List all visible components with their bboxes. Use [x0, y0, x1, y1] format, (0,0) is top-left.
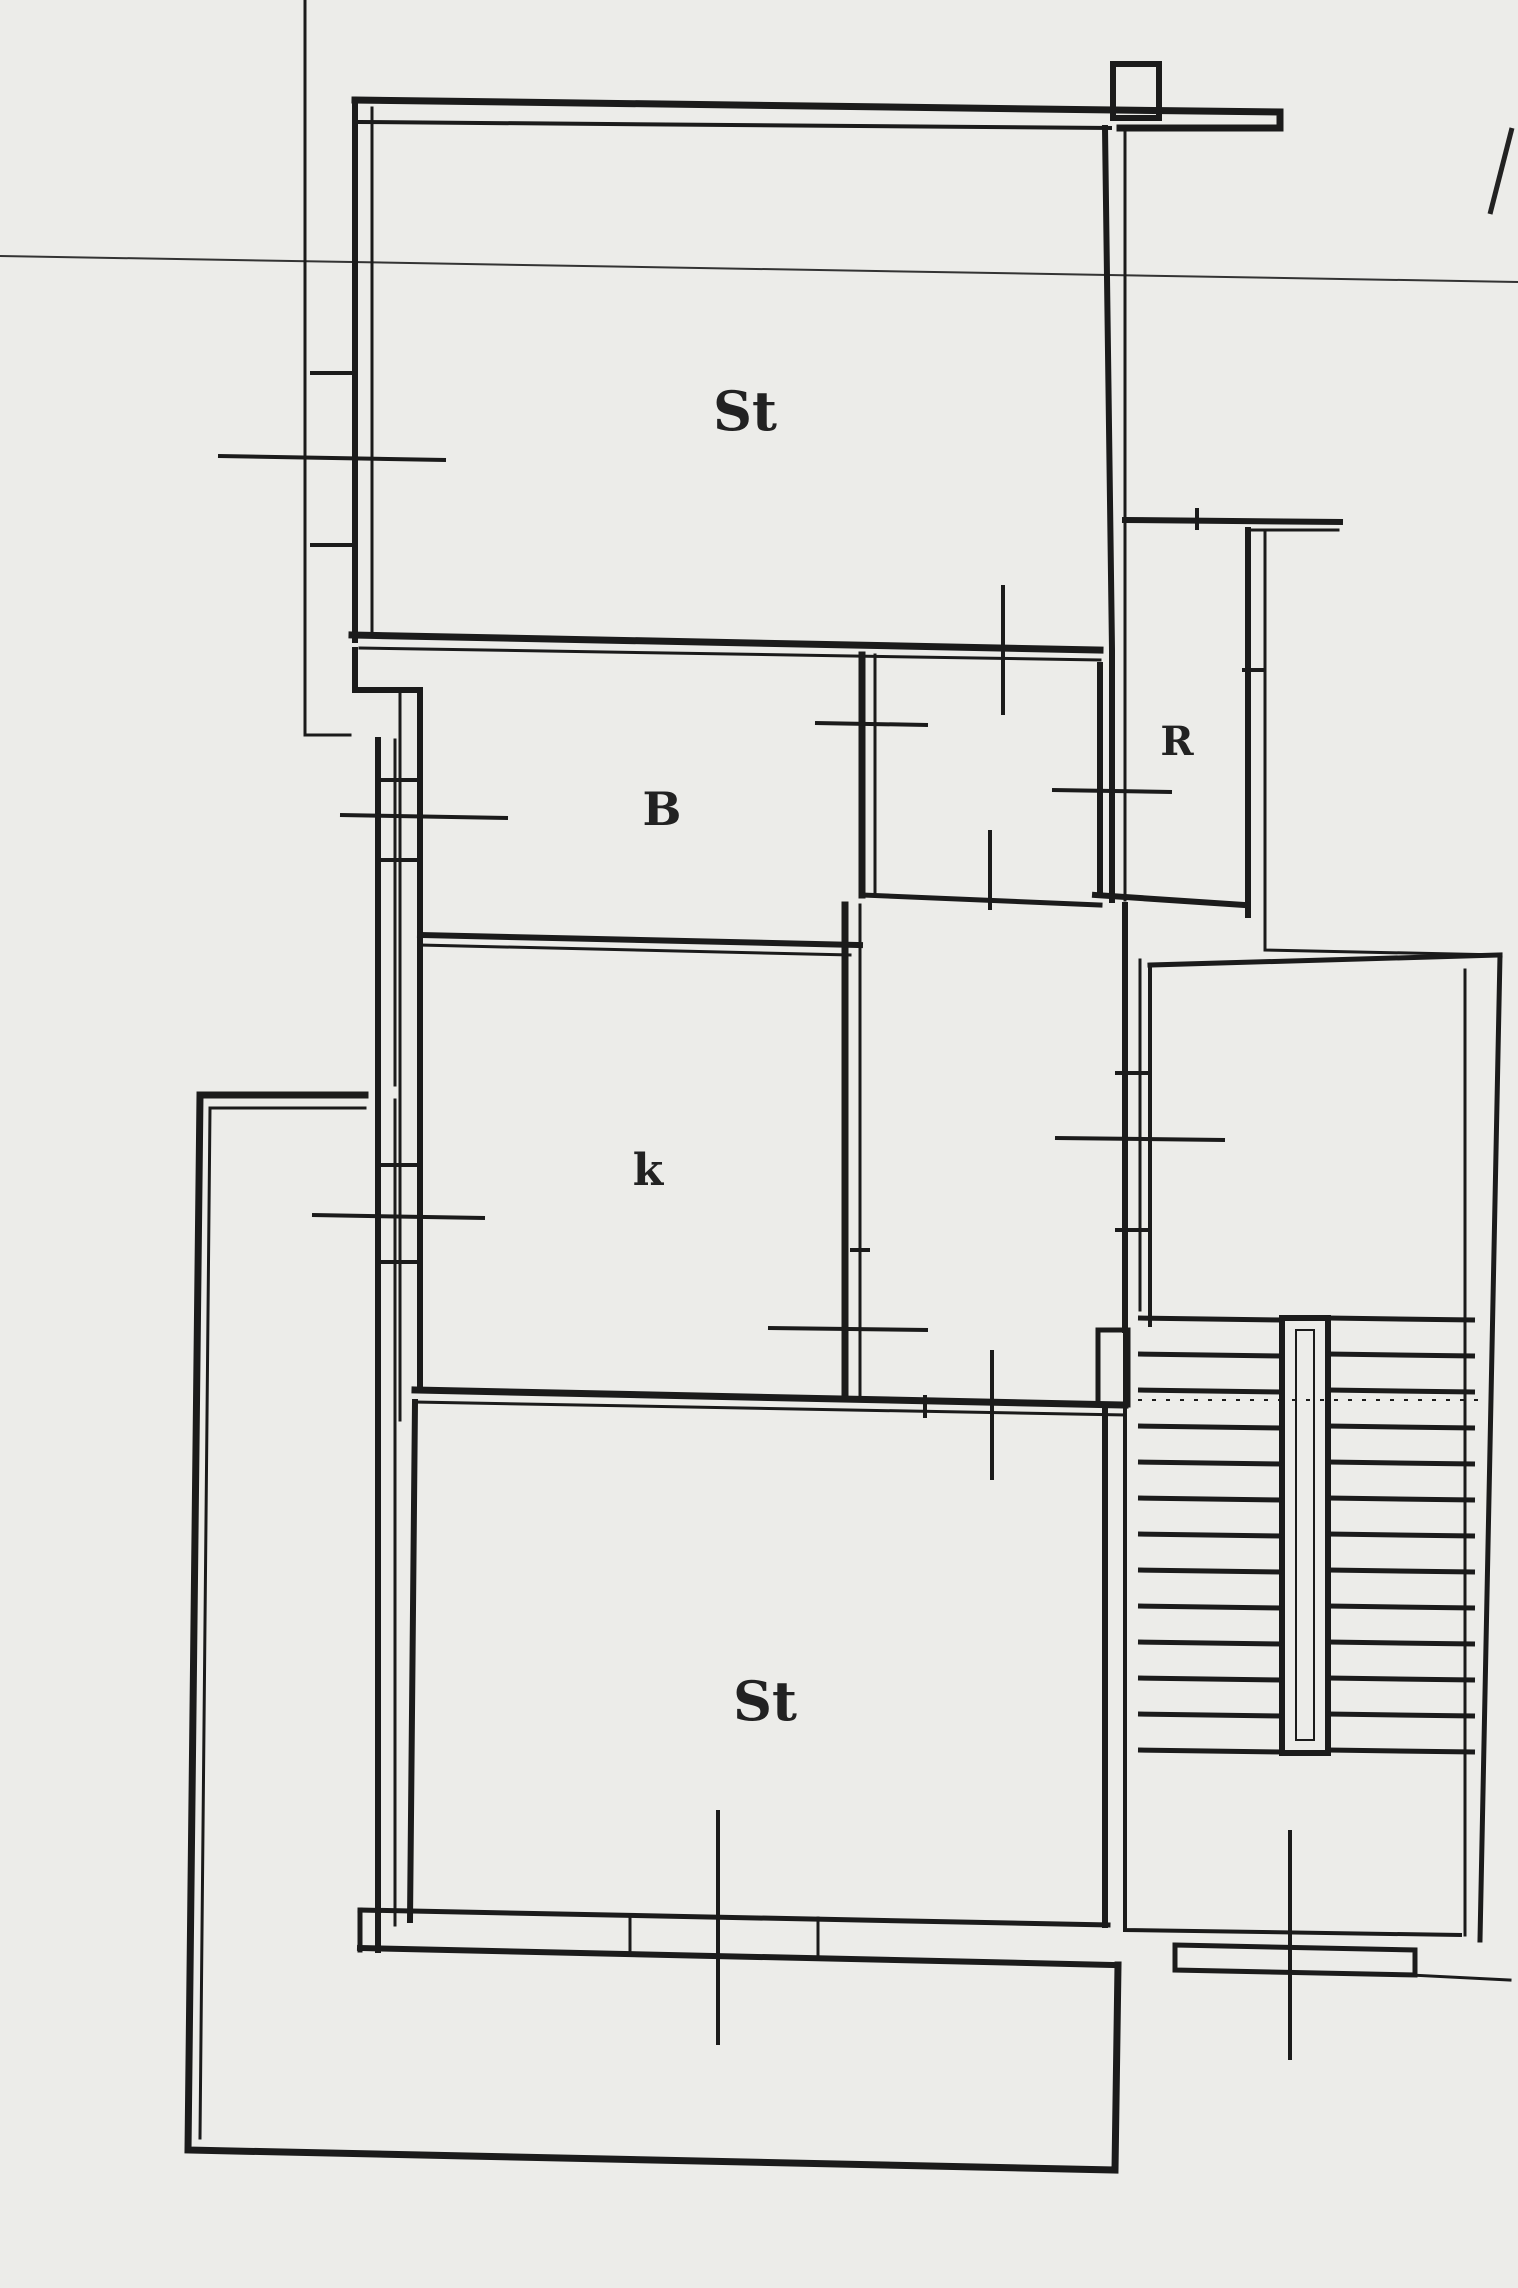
stair-tread [1137, 1351, 1283, 1359]
staircase [1137, 1315, 1480, 1756]
stair-tread [1137, 1459, 1283, 1467]
room-label-upper-living: St [713, 379, 777, 443]
stair-tread [1137, 1315, 1283, 1323]
stair-tread [1137, 1531, 1283, 1539]
stair-tread [1137, 1423, 1283, 1431]
room-label-kitchen: k [633, 1145, 665, 1196]
room-label-lower-living: St [733, 1669, 797, 1733]
stair-tread [1327, 1495, 1476, 1503]
opening-ticks [217, 371, 1292, 2060]
stair-tread [1327, 1351, 1476, 1359]
room-label-bathroom: B [643, 782, 682, 836]
room-label-small-room: R [1160, 718, 1194, 765]
room-labels: St B R k St [633, 379, 1195, 1733]
walls [184, 0, 1512, 2174]
stair-tread [1137, 1567, 1283, 1575]
stair-tread [1327, 1675, 1476, 1683]
stair-tread [1327, 1315, 1476, 1323]
stair-tread [1327, 1711, 1476, 1719]
stair-tread [1137, 1387, 1283, 1395]
stair-tread [1137, 1747, 1283, 1755]
stair-tread [1327, 1459, 1476, 1467]
stair-tread [1137, 1675, 1283, 1683]
stair-tread [1327, 1531, 1476, 1539]
stair-tread [1327, 1639, 1476, 1647]
stair-tread [1137, 1639, 1283, 1647]
stair-tread [1137, 1495, 1283, 1503]
stair-tread [1327, 1603, 1476, 1611]
stair-tread [1137, 1711, 1283, 1719]
scan-guideline [0, 255, 1518, 283]
margin-mark [1487, 127, 1515, 215]
stair-tread [1327, 1423, 1476, 1431]
stair-tread [1327, 1387, 1476, 1395]
stair-tread [1327, 1567, 1476, 1575]
stair-tread [1327, 1747, 1476, 1755]
stair-tread [1137, 1603, 1283, 1611]
